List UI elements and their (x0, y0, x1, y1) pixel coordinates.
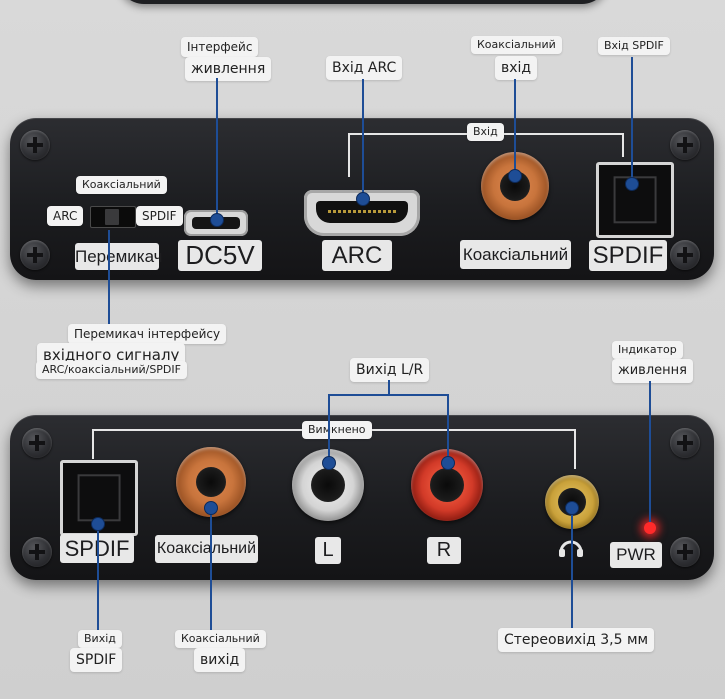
left-port-label: L (315, 537, 341, 564)
callout-dot (91, 517, 105, 531)
input-bracket-label: Вхід (467, 123, 504, 141)
callout-dot (210, 213, 224, 227)
coax-in-callout-line1: Коаксіальний (471, 36, 562, 54)
spdif-port-label: SPDIF (589, 240, 667, 271)
stereo-out-callout: Стереовихід 3,5 мм (498, 628, 655, 652)
coaxial-input-jack[interactable] (481, 152, 549, 220)
callout-dot (441, 456, 455, 470)
spdif-in-callout: Вхід SPDIF (598, 37, 670, 55)
screw-icon (670, 428, 700, 458)
screw-icon (670, 537, 700, 567)
coax-out-callout-line2: вихід (194, 648, 246, 672)
switch-name-label: Перемикач (75, 243, 163, 270)
screw-icon (670, 240, 700, 270)
screw-icon (20, 240, 50, 270)
coax-out-port-label: Коаксіальний (155, 535, 258, 563)
switch-callout-line1: Перемикач інтерфейсу (68, 324, 227, 344)
screw-icon (670, 130, 700, 160)
callout-dot (565, 501, 579, 515)
switch-callout-line3: ARC/коаксіальний/SPDIF (36, 361, 187, 379)
power-led (644, 522, 656, 534)
coax-out-callout-line1: Коаксіальний (175, 630, 266, 648)
callout-dot (625, 177, 639, 191)
callout-dot (356, 192, 370, 206)
spdif-optical-input-port[interactable] (596, 162, 674, 238)
lr-out-callout: Вихід L/R (350, 358, 430, 382)
pwr-callout-line2: живлення (612, 359, 693, 383)
power-callout-line2: живлення (185, 57, 272, 81)
callout-dot (508, 169, 522, 183)
screw-icon (22, 537, 52, 567)
screw-icon (20, 130, 50, 160)
switch-left-label: ARC (47, 206, 84, 226)
pwr-callout-line1: Індикатор (612, 341, 683, 359)
spdif-out-callout-line1: Вихід (78, 630, 122, 648)
arc-in-callout: Вхід ARC (326, 56, 403, 80)
callout-dot (204, 501, 218, 515)
switch-top-label: Коаксіальний (76, 176, 167, 194)
off-bracket-label: Вимкнено (302, 421, 372, 439)
arc-port-label: ARC (322, 240, 392, 271)
power-port-label: DC5V (178, 240, 262, 271)
switch-knob (105, 209, 119, 225)
spdif-out-port-label: SPDIF (60, 534, 134, 563)
pwr-label: PWR (610, 542, 662, 568)
upper-device-edge (118, 0, 608, 4)
spdif-out-callout-line2: SPDIF (70, 648, 123, 672)
screw-icon (22, 428, 52, 458)
power-callout-line1: Інтерфейс (181, 37, 259, 57)
coax-port-label: Коаксіальний (460, 240, 571, 269)
input-selector-switch[interactable] (90, 206, 136, 228)
right-port-label: R (427, 537, 461, 564)
coax-in-callout-line2: вхід (495, 56, 538, 80)
callout-dot (322, 456, 336, 470)
switch-right-label: SPDIF (136, 206, 183, 226)
